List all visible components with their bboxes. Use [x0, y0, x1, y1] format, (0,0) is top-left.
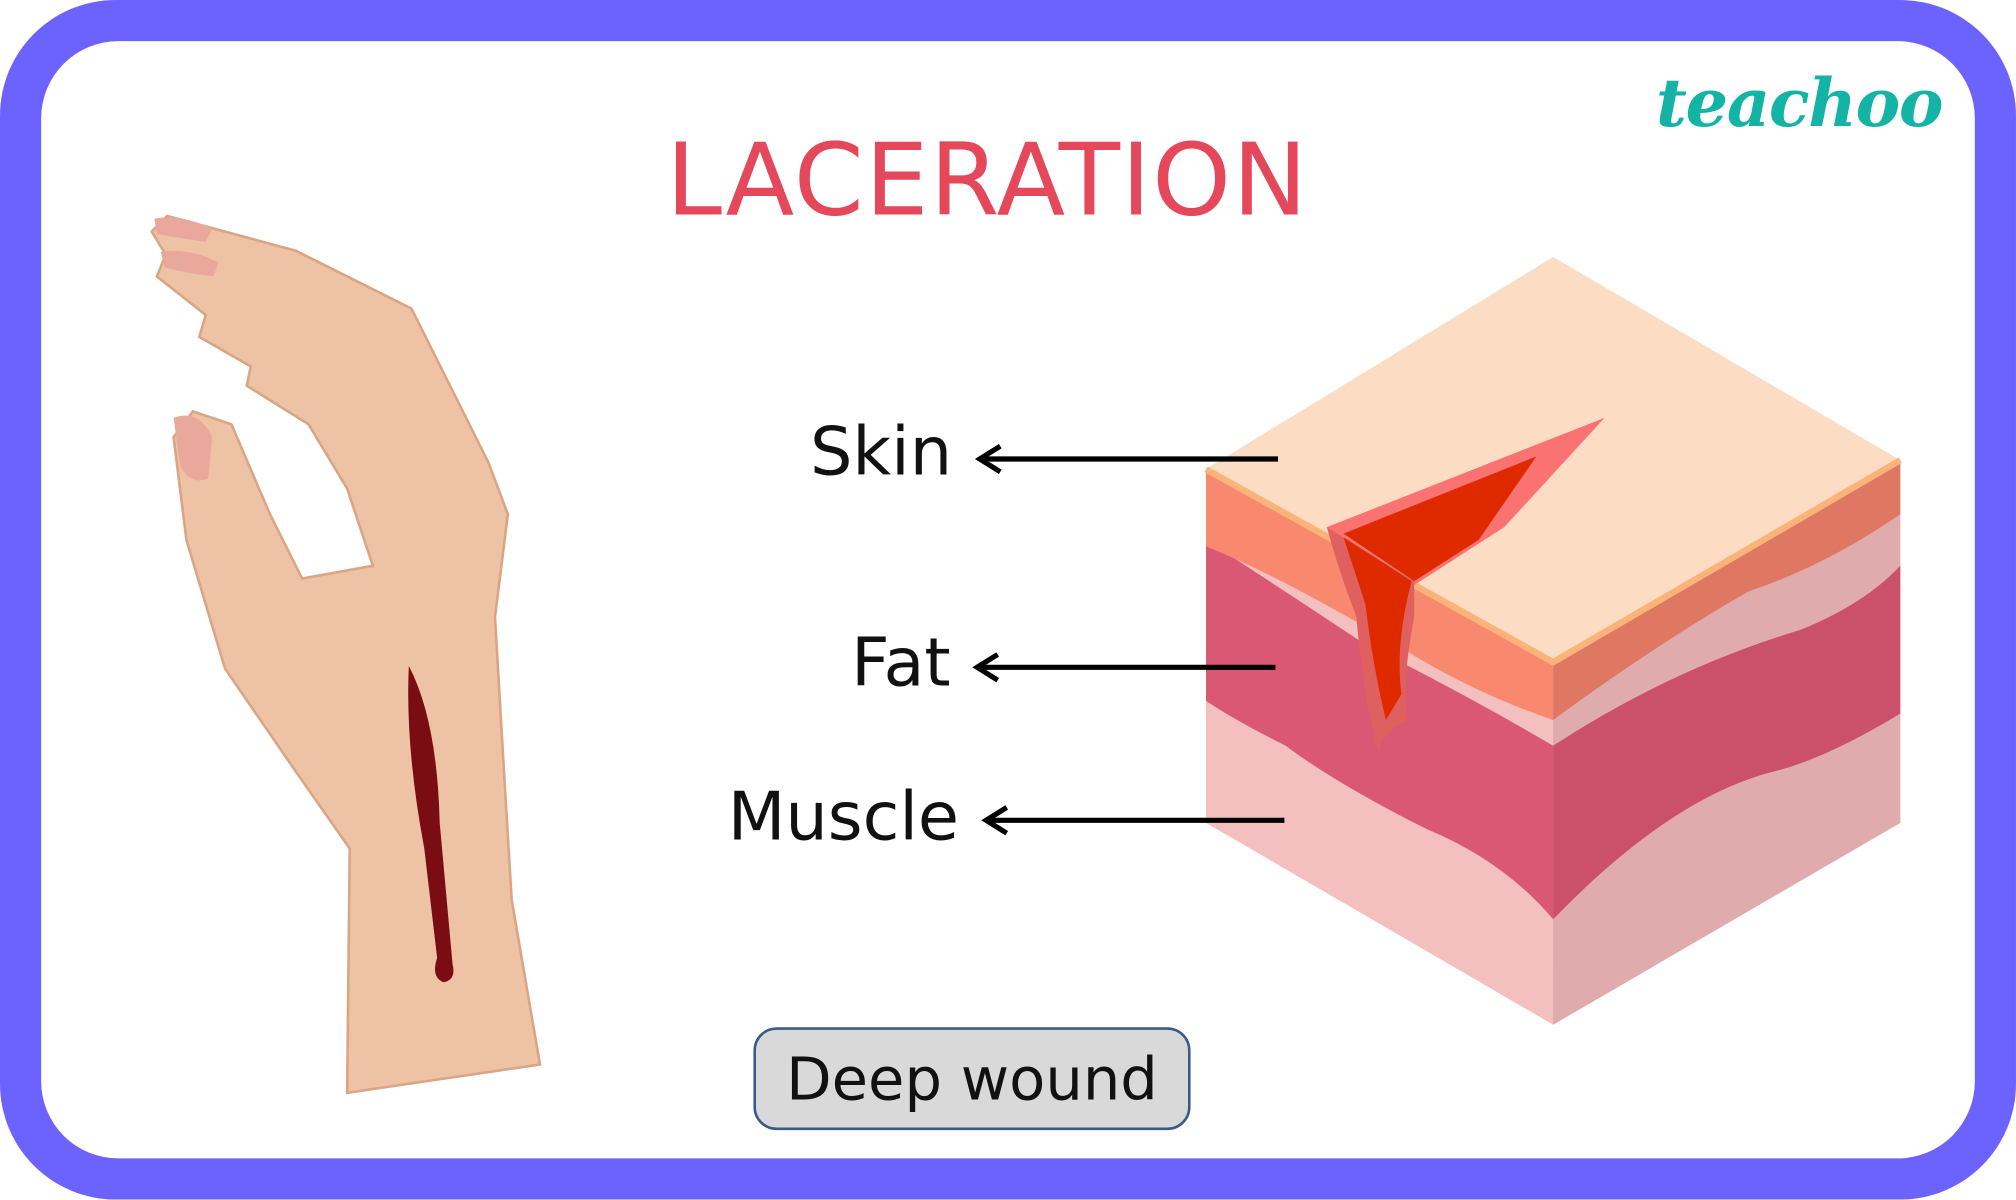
deep-wound-badge: Deep wound — [753, 1027, 1191, 1131]
pointer-arrows — [972, 443, 1285, 836]
slide-title: LACERATION — [666, 123, 1309, 240]
label-skin: Skin — [809, 413, 953, 492]
hand-illustration — [150, 214, 542, 1095]
skin-layer-cube — [1204, 257, 1902, 1025]
wound-cut — [408, 665, 454, 983]
label-fat: Fat — [851, 624, 951, 702]
teachoo-logo: teachoo — [1655, 64, 1944, 143]
label-muscle: Muscle — [727, 779, 960, 857]
